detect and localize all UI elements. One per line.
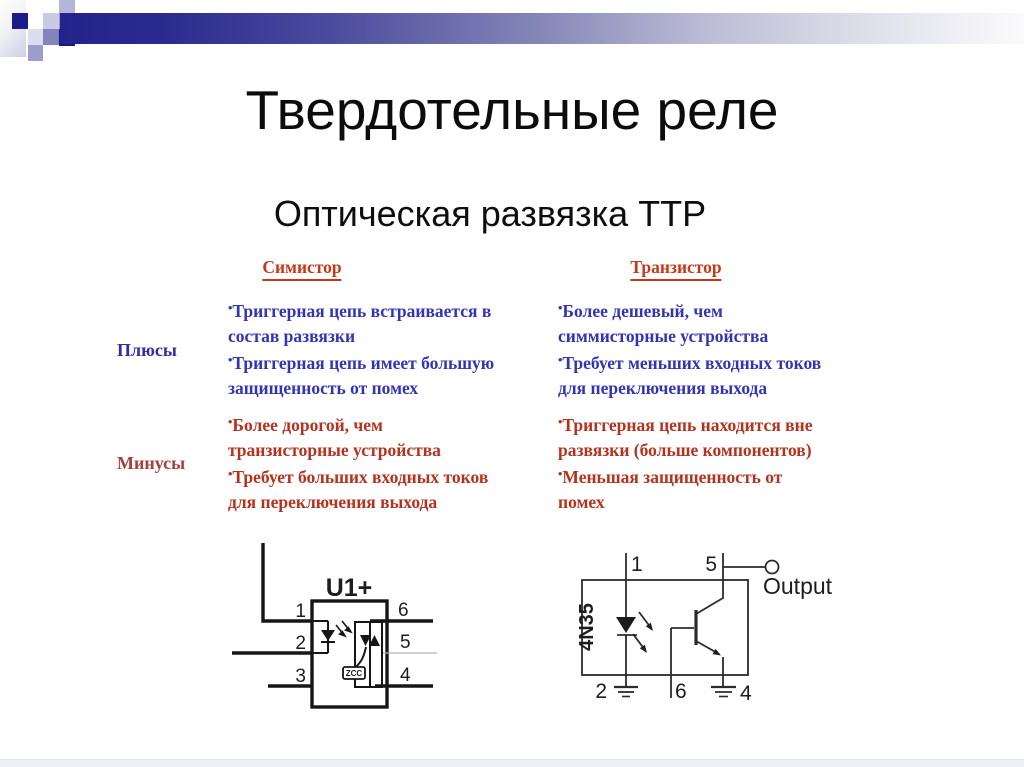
slide-subtitle: Оптическая развязка ТТР (273, 193, 707, 234)
output-label: Output (763, 573, 833, 599)
zcc-label: ZCC (346, 669, 363, 678)
comparison-table: Симистор Транзистор Плюсы Минусы Триггер… (0, 0, 1024, 540)
bullet-item: Требует больших входных токов для перекл… (228, 462, 568, 514)
bullet-item: Триггерная цепь имеет большую защищеннос… (228, 348, 568, 400)
cell-cons-simistor: Более дорогой, чем транзисторные устройс… (228, 410, 568, 514)
pin-label-2: 2 (295, 633, 306, 654)
slide-title: Твердотельные реле (245, 79, 779, 141)
light-emission-arrows-icon (335, 620, 353, 638)
ground-icon-pin4 (711, 685, 736, 698)
pin-label-1: 1 (295, 601, 306, 622)
pin-label-6: 6 (398, 600, 409, 621)
output-terminal-icon (764, 559, 780, 575)
footer-strip (0, 759, 1024, 767)
optotriac-schematic: ZCC U1+ 1 2 3 6 5 4 (232, 543, 437, 709)
bullet-item: Триггерная цепь встраивается в состав ра… (228, 296, 568, 348)
column-header-simistor: Симистор (262, 257, 342, 281)
bullet-item: Требует меньших входных токов для перекл… (558, 348, 898, 400)
optotransistor-schematic: 4N35 1 2 5 6 4 Output (576, 553, 833, 705)
pixel-square (28, 45, 43, 61)
column-header-tranzistor: Транзистор (630, 257, 722, 281)
emitter-arrowhead-icon (712, 648, 721, 656)
pixel-square (12, 13, 28, 29)
led-icon (616, 617, 636, 633)
pin-label-5: 5 (400, 632, 411, 653)
optotransistor-wires (581, 553, 765, 698)
row-label-pros: Плюсы (117, 340, 177, 360)
pin-label-4: 4 (740, 682, 752, 705)
bullet-item: Меньшая защищенность от помех (558, 462, 898, 514)
pin-label-3: 3 (295, 666, 306, 687)
pixel-square (28, 29, 43, 45)
bullet-item: Более дорогой, чем транзисторные устройс… (228, 410, 568, 462)
ground-icon-pin2 (614, 685, 638, 698)
pixel-square (43, 29, 59, 45)
pixel-square (43, 13, 59, 29)
part-number-label: 4N35 (576, 603, 598, 651)
triac-icon (360, 635, 380, 646)
pin-label-5: 5 (705, 553, 717, 576)
row-label-cons: Минусы (117, 453, 186, 473)
cell-pros-tranzistor: Более дешевый, чем симмисторные устройст… (558, 296, 898, 400)
pixel-square (59, 0, 75, 13)
zcc-box (342, 666, 366, 680)
designator-label: U1+ (326, 574, 373, 602)
cell-pros-simistor: Триггерная цепь встраивается в состав ра… (228, 296, 568, 400)
led-icon (321, 630, 335, 641)
bullet-item: Более дешевый, чем симмисторные устройст… (558, 296, 898, 348)
pin-label-6: 6 (675, 680, 687, 703)
pin-label-1: 1 (631, 553, 643, 576)
bullet-item: Триггерная цепь находится вне развязки (… (558, 410, 898, 462)
cell-cons-tranzistor: Триггерная цепь находится вне развязки (… (558, 410, 898, 514)
header-gradient-bar (60, 13, 1024, 44)
pin-label-2: 2 (595, 680, 607, 703)
pin-label-4: 4 (400, 665, 411, 686)
light-emission-arrowheads-icon (639, 622, 721, 656)
